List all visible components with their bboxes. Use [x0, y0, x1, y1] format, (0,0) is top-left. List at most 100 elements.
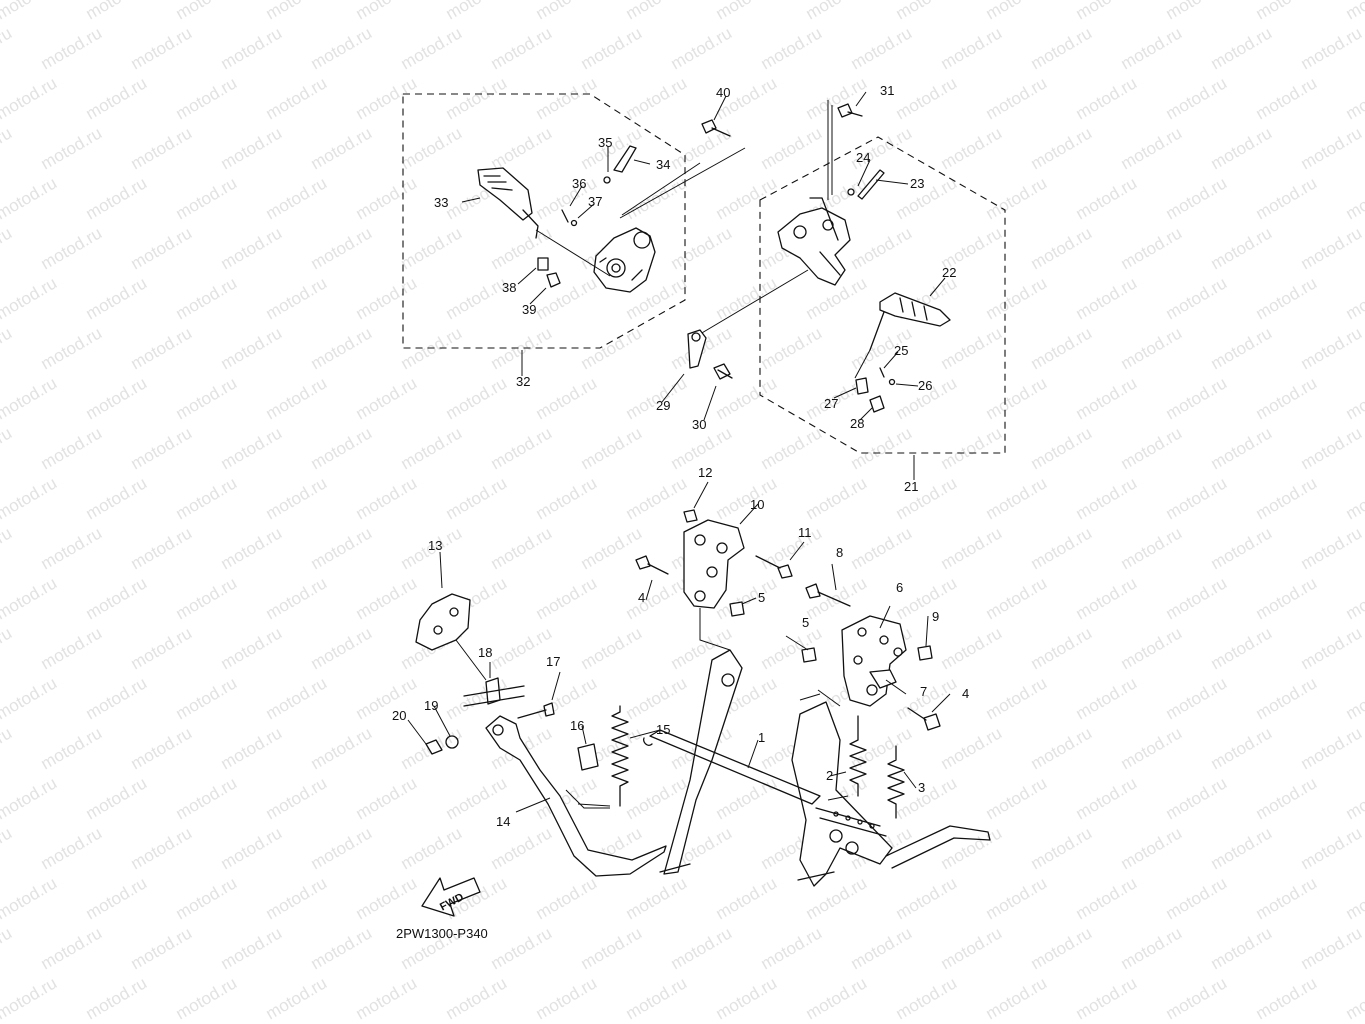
watermark-text: motod.ru — [1253, 673, 1321, 723]
assembly-box-21 — [759, 136, 1006, 454]
watermark-text: motod.ru — [1208, 923, 1276, 973]
watermark-text: motod.ru — [308, 923, 376, 973]
watermark-text: motod.ru — [1118, 423, 1186, 473]
watermark-text: motod.ru — [308, 423, 376, 473]
callout-15: 15 — [656, 722, 670, 737]
watermark-text: motod.ru — [1298, 123, 1365, 173]
watermark-text: motod.ru — [173, 173, 241, 223]
callout-8: 8 — [836, 545, 843, 560]
watermark-text: motod.ru — [578, 423, 646, 473]
watermark-text: motod.ru — [713, 973, 781, 1023]
watermark-text: motod.ru — [1253, 173, 1321, 223]
watermark-text: motod.ru — [128, 723, 196, 773]
watermark-text: motod.ru — [308, 823, 376, 873]
watermark-text: motod.ru — [1343, 873, 1365, 923]
watermark-text: motod.ru — [83, 573, 151, 623]
watermark-text: motod.ru — [848, 223, 916, 273]
watermark-text: motod.ru — [173, 973, 241, 1023]
watermark-text: motod.ru — [308, 23, 376, 73]
watermark-text: motod.ru — [533, 473, 601, 523]
watermark-text: motod.ru — [308, 523, 376, 573]
watermark-text: motod.ru — [668, 123, 736, 173]
watermark-text: motod.ru — [0, 23, 15, 73]
watermark-text: motod.ru — [1208, 323, 1276, 373]
callout-2: 2 — [826, 768, 833, 783]
watermark-text: motod.ru — [1208, 23, 1276, 73]
watermark-text: motod.ru — [173, 773, 241, 823]
watermark-text: motod.ru — [938, 823, 1006, 873]
watermark-text: motod.ru — [443, 0, 511, 23]
watermark-text: motod.ru — [713, 773, 781, 823]
watermark-text: motod.ru — [0, 873, 60, 923]
watermark-text: motod.ru — [1163, 773, 1231, 823]
watermark-text: motod.ru — [0, 773, 60, 823]
callout-17: 17 — [546, 654, 560, 669]
watermark-text: motod.ru — [173, 673, 241, 723]
watermark-text: motod.ru — [443, 273, 511, 323]
watermark-text: motod.ru — [1208, 623, 1276, 673]
watermark-text: motod.ru — [1298, 23, 1365, 73]
watermark-text: motod.ru — [0, 0, 60, 23]
callout-5a: 5 — [758, 590, 765, 605]
watermark-text: motod.ru — [488, 123, 556, 173]
watermark-text: motod.ru — [128, 523, 196, 573]
watermark-text: motod.ru — [353, 673, 421, 723]
watermark-text: motod.ru — [128, 823, 196, 873]
watermark-text: motod.ru — [443, 73, 511, 123]
watermark-text: motod.ru — [1163, 473, 1231, 523]
watermark-text: motod.ru — [308, 223, 376, 273]
watermark-text: motod.ru — [1298, 823, 1365, 873]
watermark-text: motod.ru — [623, 873, 691, 923]
side-stand — [415, 593, 667, 877]
watermark-text: motod.ru — [848, 523, 916, 573]
watermark-text: motod.ru — [488, 823, 556, 873]
watermark-text: motod.ru — [1118, 123, 1186, 173]
watermark-text: motod.ru — [1073, 473, 1141, 523]
watermark-text: motod.ru — [443, 973, 511, 1023]
watermark-text: motod.ru — [983, 773, 1051, 823]
watermark-text: motod.ru — [263, 773, 331, 823]
watermark-text: motod.ru — [893, 973, 961, 1023]
watermark-text: motod.ru — [488, 423, 556, 473]
watermark-text: motod.ru — [1073, 73, 1141, 123]
watermark-text: motod.ru — [398, 223, 466, 273]
watermark-text: motod.ru — [1118, 623, 1186, 673]
watermark-text: motod.ru — [533, 373, 601, 423]
watermark-text: motod.ru — [308, 623, 376, 673]
watermark-text: motod.ru — [218, 923, 286, 973]
watermark-text: motod.ru — [83, 273, 151, 323]
callout-19: 19 — [424, 698, 438, 713]
watermark-text: motod.ru — [1028, 823, 1096, 873]
main-stand — [642, 649, 991, 887]
watermark-text: motod.ru — [1073, 873, 1141, 923]
watermark-text: motod.ru — [353, 373, 421, 423]
watermark-text: motod.ru — [758, 523, 826, 573]
watermark-text: motod.ru — [0, 573, 60, 623]
watermark-text: motod.ru — [938, 23, 1006, 73]
callout-1: 1 — [758, 730, 765, 745]
watermark-text: motod.ru — [1298, 323, 1365, 373]
stand-bracket-assembly — [799, 583, 941, 731]
watermark-text: motod.ru — [1253, 373, 1321, 423]
watermark-text: motod.ru — [263, 673, 331, 723]
callout-27: 27 — [824, 396, 838, 411]
watermark-text: motod.ru — [983, 173, 1051, 223]
callout-16: 16 — [570, 718, 584, 733]
watermark-text: motod.ru — [1253, 473, 1321, 523]
watermark-text: motod.ru — [938, 523, 1006, 573]
callout-26: 26 — [918, 378, 932, 393]
callout-28: 28 — [850, 416, 864, 431]
callout-13: 13 — [428, 538, 442, 553]
watermark-text: motod.ru — [803, 473, 871, 523]
callout-22: 22 — [942, 265, 956, 280]
watermark-text: motod.ru — [263, 373, 331, 423]
watermark-text: motod.ru — [488, 923, 556, 973]
watermark-text: motod.ru — [398, 823, 466, 873]
assembly-box-32 — [402, 93, 686, 349]
watermark-text: motod.ru — [758, 423, 826, 473]
watermark-text: motod.ru — [533, 673, 601, 723]
watermark-text: motod.ru — [1073, 673, 1141, 723]
callout-21: 21 — [904, 479, 918, 494]
watermark-text: motod.ru — [1073, 373, 1141, 423]
watermark-text: motod.ru — [0, 723, 15, 773]
